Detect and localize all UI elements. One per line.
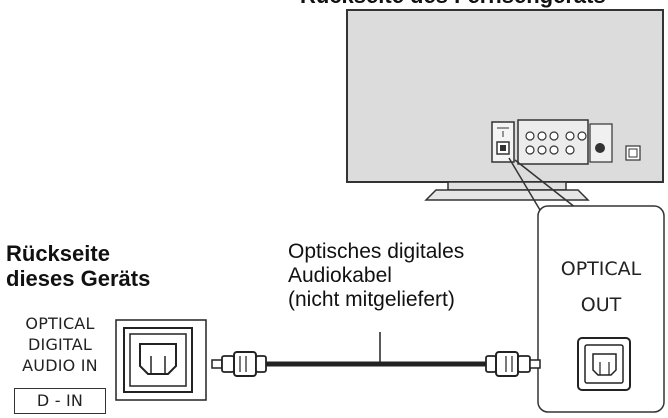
tv-back-caption: Rückseite des Fernsehgeräts	[300, 0, 606, 9]
optical-in-socket	[115, 319, 207, 401]
cable-caption-line3: (nicht mitgeliefert)	[288, 288, 455, 311]
optical-in-label: OPTICAL DIGITAL AUDIO IN	[14, 313, 106, 376]
device-back-line2: dieses Geräts	[6, 266, 151, 291]
zoom-lines	[508, 157, 577, 211]
optical-out-socket	[577, 337, 631, 391]
tv-illustration	[346, 9, 664, 201]
optical-in-line1: OPTICAL	[25, 314, 95, 333]
d-in-box: D - IN	[14, 388, 106, 414]
cable-caption: Optisches digitales Audiokabel (nicht mi…	[288, 240, 464, 312]
optical-in-line2: DIGITAL	[28, 335, 92, 354]
cable-caption-line1: Optisches digitales	[288, 240, 465, 263]
device-back-line1: Rückseite	[6, 241, 110, 266]
device-back-heading: Rückseite dieses Geräts	[6, 241, 150, 291]
optical-cable	[211, 332, 541, 377]
cable-caption-line2: Audiokabel	[288, 264, 392, 287]
optical-out-line1: OPTICAL	[560, 258, 642, 280]
optical-in-line3: AUDIO IN	[22, 356, 98, 375]
optical-out-line2: OUT	[580, 294, 622, 316]
optical-out-label: OPTICAL OUT	[540, 258, 662, 316]
optical-out-callout	[537, 205, 665, 413]
